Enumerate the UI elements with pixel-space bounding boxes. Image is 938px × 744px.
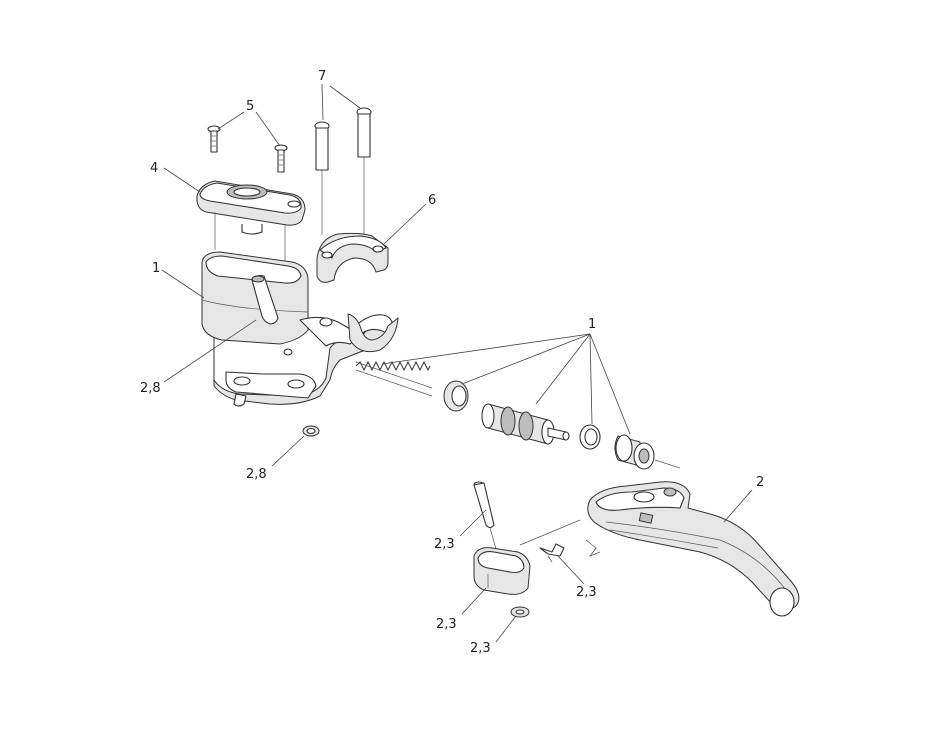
callout-2-8-lower: 2,8	[246, 467, 267, 482]
piston-bushing	[614, 434, 681, 470]
master-cylinder-body	[201, 251, 399, 407]
leader-lines	[161, 83, 753, 643]
reservoir-cap-screws	[207, 125, 288, 173]
callout-6: 6	[428, 193, 436, 208]
brake-lever	[585, 481, 800, 617]
piston	[481, 403, 570, 445]
callout-2-8-upper: 2,8	[140, 381, 161, 396]
spring-clip	[539, 543, 565, 563]
callout-2-3-clip: 2,3	[576, 585, 597, 600]
cap-screw-right	[274, 144, 288, 173]
lever-pivot-pin	[473, 481, 499, 557]
cup-seal	[443, 380, 469, 412]
return-spring	[355, 360, 433, 397]
clamp-bolts	[314, 107, 372, 235]
clamp-bolt-right	[356, 107, 372, 235]
callout-2-3-pin: 2,3	[434, 537, 455, 552]
clamp-bolt-left	[314, 121, 330, 235]
cap-screw-left	[207, 125, 221, 153]
o-ring-small	[302, 425, 320, 437]
callout-2-3-washer: 2,3	[470, 641, 491, 656]
lever-washer	[510, 606, 530, 618]
piston-kit	[355, 360, 681, 470]
handlebar-clamp	[316, 232, 389, 283]
callout-2-3-adjuster: 2,3	[436, 617, 457, 632]
callout-1-body: 1	[152, 261, 160, 276]
washer	[579, 424, 601, 450]
callout-5: 5	[246, 99, 254, 114]
callout-2: 2	[756, 475, 764, 490]
callout-7: 7	[318, 69, 326, 84]
reservoir-cap	[196, 180, 306, 270]
callout-labels: 5 7 4 6 1 2,8 2,8 1 2 2,3 2,3 2,3 2,3	[140, 69, 764, 656]
lever-adjuster	[473, 519, 581, 595]
callout-4: 4	[150, 161, 158, 176]
callout-1-kit: 1	[588, 317, 596, 332]
